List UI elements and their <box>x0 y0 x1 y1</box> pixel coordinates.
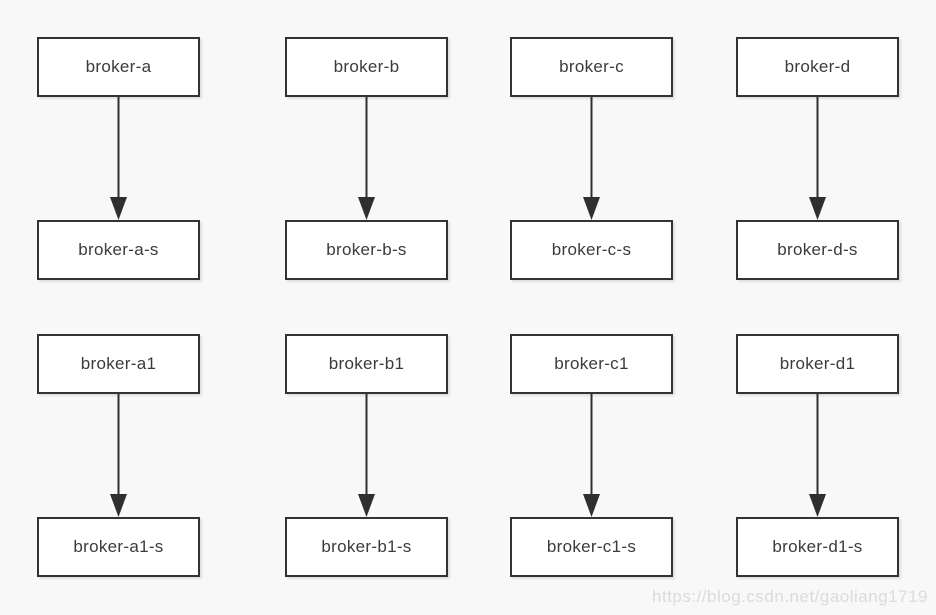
node-label: broker-a <box>85 57 152 76</box>
arrow-down-icon <box>809 97 826 220</box>
node-label: broker-c <box>559 57 624 76</box>
arrow-down-icon <box>110 97 127 220</box>
slave-node-broker-b-s: broker-b-s <box>285 220 448 280</box>
slave-node-broker-d1-s: broker-d1-s <box>736 517 899 577</box>
slave-node-broker-d-s: broker-d-s <box>736 220 899 280</box>
pair-broker-a: broker-a broker-a-s <box>37 37 200 280</box>
node-label: broker-a1 <box>80 354 157 373</box>
arrow-down-icon <box>583 394 600 517</box>
node-label: broker-d-s <box>777 240 858 259</box>
master-node-broker-b: broker-b <box>285 37 448 97</box>
node-label: broker-a1-s <box>73 537 164 556</box>
node-label: broker-c1-s <box>546 537 637 556</box>
slave-node-broker-b1-s: broker-b1-s <box>285 517 448 577</box>
pair-broker-a1: broker-a1 broker-a1-s <box>37 334 200 577</box>
master-node-broker-d: broker-d <box>736 37 899 97</box>
pair-broker-d1: broker-d1 broker-d1-s <box>736 334 899 577</box>
pair-broker-c1: broker-c1 broker-c1-s <box>510 334 673 577</box>
arrow-down-icon <box>110 394 127 517</box>
arrow-down-icon <box>583 97 600 220</box>
slave-node-broker-a1-s: broker-a1-s <box>37 517 200 577</box>
pair-broker-d: broker-d broker-d-s <box>736 37 899 280</box>
node-label: broker-d1 <box>779 354 856 373</box>
slave-node-broker-c1-s: broker-c1-s <box>510 517 673 577</box>
pair-broker-c: broker-c broker-c-s <box>510 37 673 280</box>
node-label: broker-c-s <box>551 240 632 259</box>
master-node-broker-a: broker-a <box>37 37 200 97</box>
node-label: broker-b-s <box>326 240 407 259</box>
master-node-broker-a1: broker-a1 <box>37 334 200 394</box>
node-label: broker-b <box>333 57 400 76</box>
node-label: broker-b1-s <box>321 537 412 556</box>
slave-node-broker-c-s: broker-c-s <box>510 220 673 280</box>
arrow-down-icon <box>358 97 375 220</box>
node-label: broker-c1 <box>554 354 629 373</box>
slave-node-broker-a-s: broker-a-s <box>37 220 200 280</box>
pair-broker-b: broker-b broker-b-s <box>285 37 448 280</box>
master-node-broker-d1: broker-d1 <box>736 334 899 394</box>
node-label: broker-d1-s <box>772 537 863 556</box>
csdn-watermark: https://blog.csdn.net/gaoliang1719 <box>652 587 928 606</box>
node-label: broker-b1 <box>328 354 405 373</box>
master-node-broker-c: broker-c <box>510 37 673 97</box>
arrow-down-icon <box>358 394 375 517</box>
pair-broker-b1: broker-b1 broker-b1-s <box>285 334 448 577</box>
arrow-down-icon <box>809 394 826 517</box>
node-label: broker-d <box>784 57 851 76</box>
master-node-broker-b1: broker-b1 <box>285 334 448 394</box>
master-node-broker-c1: broker-c1 <box>510 334 673 394</box>
node-label: broker-a-s <box>78 240 159 259</box>
